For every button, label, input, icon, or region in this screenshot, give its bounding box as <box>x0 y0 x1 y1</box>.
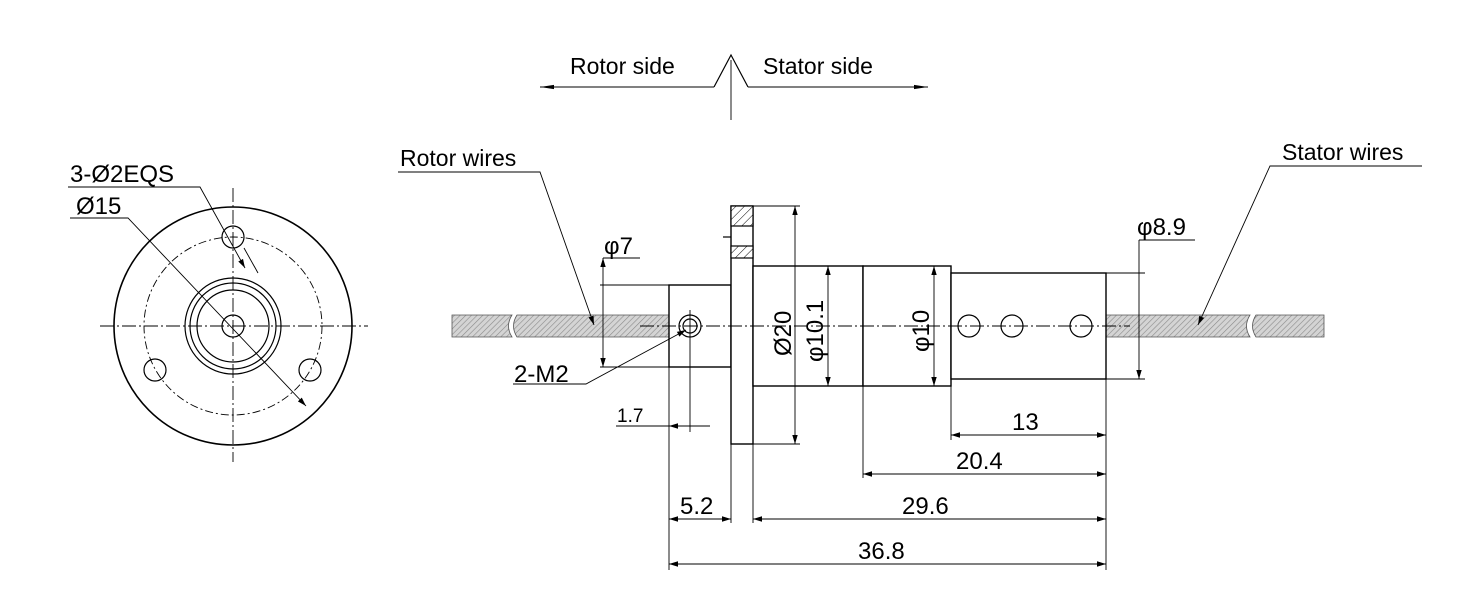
holes-callout: 3-Ø2EQS <box>70 161 174 188</box>
pcd-callout: Ø15 <box>76 193 121 220</box>
rotor-side-label: Rotor side <box>570 53 675 79</box>
bore-circle <box>221 314 245 338</box>
rotor-wire-bundle-b <box>513 314 670 338</box>
d20-label: Ø20 <box>770 311 797 356</box>
rotor-shaft <box>668 284 732 368</box>
d36-8-label: 36.8 <box>858 538 905 565</box>
screw-leader <box>513 329 687 385</box>
flange-section-top <box>730 205 754 227</box>
holes-leader <box>68 186 246 269</box>
phi7-label: φ7 <box>604 233 633 260</box>
mount-hole-right <box>298 358 322 382</box>
rotor-wires-leader <box>398 171 595 326</box>
end-view: 3-Ø2EQS Ø15 <box>68 161 368 462</box>
phi8-9-label: φ8.9 <box>1137 214 1186 241</box>
holes-leader-tick <box>243 247 259 274</box>
pcd-leader <box>70 217 307 407</box>
direction-chevron <box>713 53 749 88</box>
flange-section-mid <box>730 245 754 259</box>
flange <box>730 205 754 445</box>
hub-ring-circle <box>189 282 277 370</box>
side-view: Rotor wires Stator wires 2-M2 φ7 Ø20 φ10… <box>398 139 1422 570</box>
stator-wires-leader <box>1197 165 1422 326</box>
screw-callout: 2-M2 <box>514 361 569 388</box>
direction-indicator: Rotor side Stator side <box>540 53 928 120</box>
hub-outer-circle <box>184 277 282 375</box>
d1-7-label: 1.7 <box>617 406 643 427</box>
stator-wires-label: Stator wires <box>1282 139 1403 165</box>
rotor-wire-bundle-a <box>451 314 513 338</box>
pitch-circle <box>143 236 323 416</box>
stator-side-label: Stator side <box>763 53 873 79</box>
mount-hole-top <box>221 225 245 249</box>
phi10-1-label: φ10.1 <box>802 300 829 362</box>
stator-wire-bundle-b <box>1252 314 1325 338</box>
phi10-label: φ10 <box>908 310 935 352</box>
d29-6-label: 29.6 <box>902 493 949 520</box>
rotor-wires-label: Rotor wires <box>400 145 516 171</box>
d20-4-label: 20.4 <box>956 448 1003 475</box>
d5-2-label: 5.2 <box>680 493 713 520</box>
mount-hole-left <box>143 358 167 382</box>
stator-wire-bundle-a <box>1105 314 1251 338</box>
d13-label: 13 <box>1012 409 1039 436</box>
hub-inner-circle <box>196 289 270 363</box>
flange-outer-circle <box>113 206 353 446</box>
